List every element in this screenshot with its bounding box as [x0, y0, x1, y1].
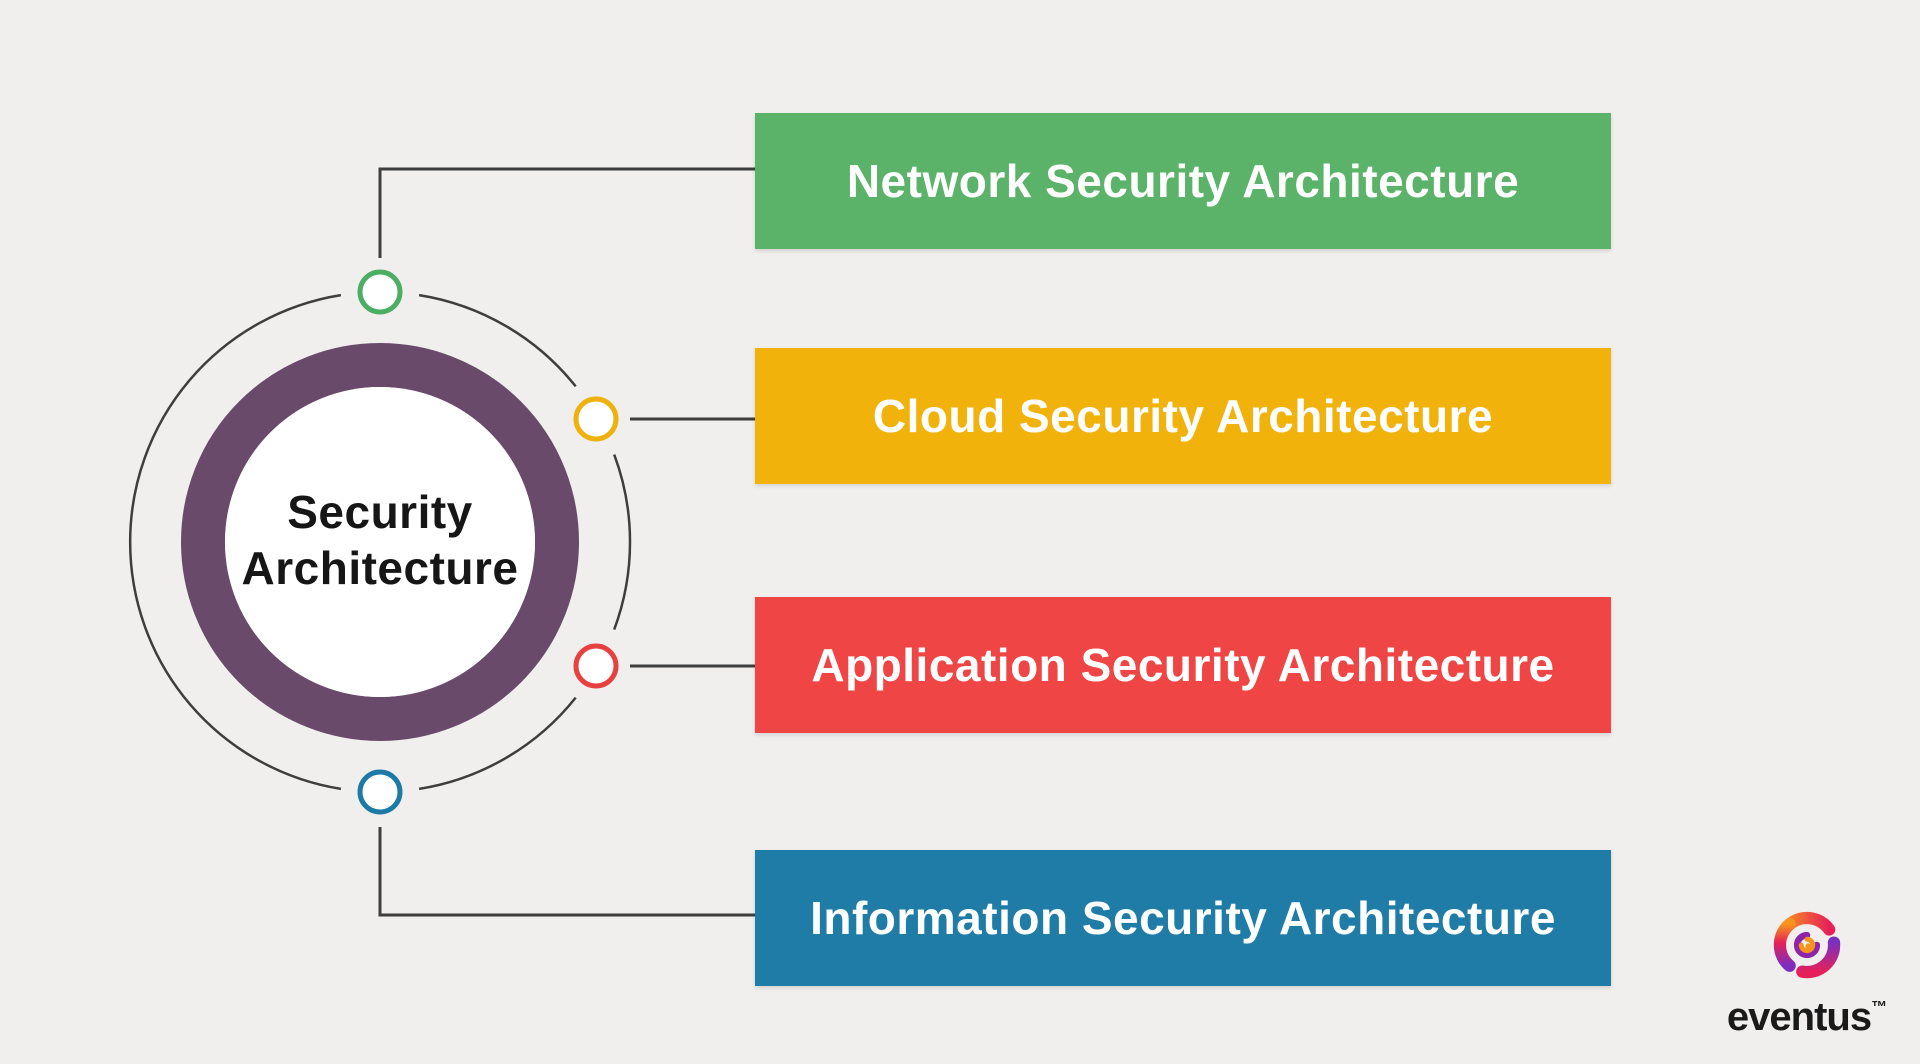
bar-information-security: Information Security Architecture	[755, 850, 1611, 986]
logo-petal-right	[1796, 936, 1841, 979]
trademark-symbol: ™	[1871, 999, 1888, 1016]
hub-title-line1: Security	[287, 486, 473, 538]
bar-application-security-label: Application Security Architecture	[811, 639, 1555, 691]
logo-spiral-outer	[1793, 931, 1821, 959]
bar-network-security: Network Security Architecture	[755, 113, 1611, 249]
eventus-wordmark-text: eventus	[1726, 995, 1872, 1039]
logo-petal-left	[1773, 918, 1796, 972]
bar-network-security-label: Network Security Architecture	[846, 155, 1520, 207]
bar-application-security: Application Security Architecture	[755, 597, 1611, 733]
eventus-logo: eventus™	[1700, 904, 1914, 1037]
node-network	[357, 269, 403, 315]
logo-spiral-dot	[1805, 943, 1812, 950]
eventus-logo-icon	[1773, 911, 1841, 979]
hub-title: Security Architecture	[180, 484, 580, 596]
hub-inner-circle	[225, 387, 535, 697]
bar-cloud-security: Cloud Security Architecture	[755, 348, 1611, 484]
hub-ring	[181, 343, 579, 741]
connector-lines	[378, 167, 755, 917]
orbit-arc-top-right	[418, 293, 577, 388]
node-cloud	[573, 396, 619, 442]
logo-spiral-inner	[1798, 936, 1816, 954]
bar-cloud-security-label: Cloud Security Architecture	[872, 390, 1494, 442]
orbit-arcs	[128, 293, 632, 791]
bar-information-security-label: Information Security Architecture	[810, 892, 1556, 944]
node-application	[573, 643, 619, 689]
connector-network	[378, 167, 755, 258]
hub-title-line2: Architecture	[241, 542, 519, 594]
eventus-wordmark: eventus™	[1700, 988, 1914, 1037]
orbit-arc-bottom-right	[418, 696, 577, 791]
connector-information	[378, 827, 755, 917]
orbit-arc-left	[128, 293, 342, 791]
orbit-arc-right	[613, 454, 632, 630]
node-information	[357, 769, 403, 815]
